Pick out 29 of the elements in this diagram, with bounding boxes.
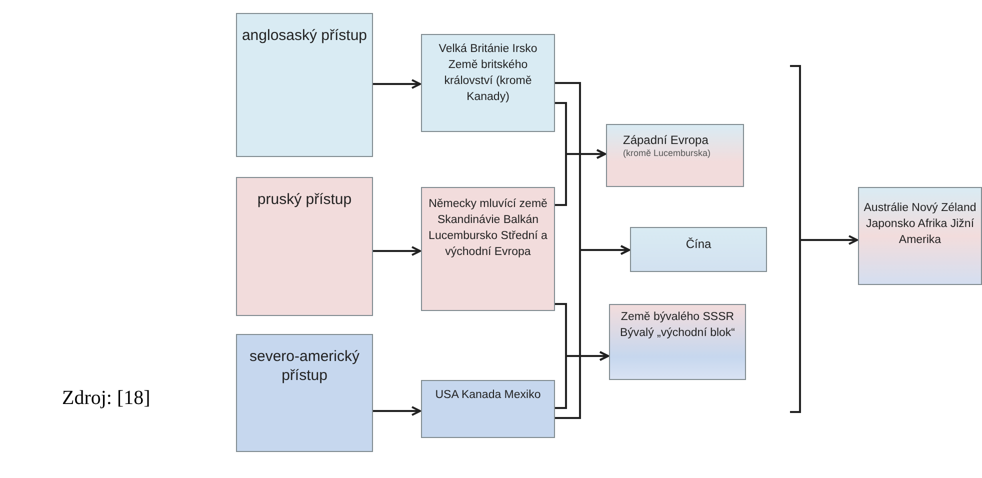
node-text: Velká Británie Irsko Země britského království (kromě Kanady) xyxy=(438,42,538,105)
country-box xyxy=(609,304,746,380)
country-box xyxy=(630,227,767,272)
arrow xyxy=(555,245,630,419)
node-text: anglosaský přístup xyxy=(240,26,368,45)
node-text: Německy mluvící země Skandinávie Balkán Lucembursko Střední a východní Evropa xyxy=(428,197,548,260)
arrow xyxy=(373,79,421,89)
node-text: USA Kanada Mexiko xyxy=(434,388,542,403)
node-text: Austrálie Nový Zéland Japonsko Afrika Jižní Amerika xyxy=(862,201,978,248)
node-text: Země bývalého SSSR Bývalý „východní blok“ xyxy=(618,310,736,341)
country-box xyxy=(858,187,982,285)
country-box xyxy=(421,187,555,311)
node-text: Čína xyxy=(684,236,712,252)
country-box xyxy=(606,124,744,187)
arrow xyxy=(373,246,421,256)
source-note: Zdroj: [18] xyxy=(62,386,150,411)
arrow xyxy=(555,149,606,206)
arrow xyxy=(800,235,858,245)
node-note: (kromě Lucemburska) xyxy=(623,148,712,159)
country-box xyxy=(421,380,555,438)
approach-box xyxy=(236,177,373,316)
node-text: Západní Evropa xyxy=(623,133,710,148)
arrow xyxy=(373,406,421,416)
country-box xyxy=(421,34,555,132)
approach-box xyxy=(236,334,373,452)
node-text: severo-americký přístup xyxy=(248,347,361,385)
approach-box xyxy=(236,13,373,157)
node-text: pruský přístup xyxy=(256,190,353,209)
arrow xyxy=(555,351,609,409)
